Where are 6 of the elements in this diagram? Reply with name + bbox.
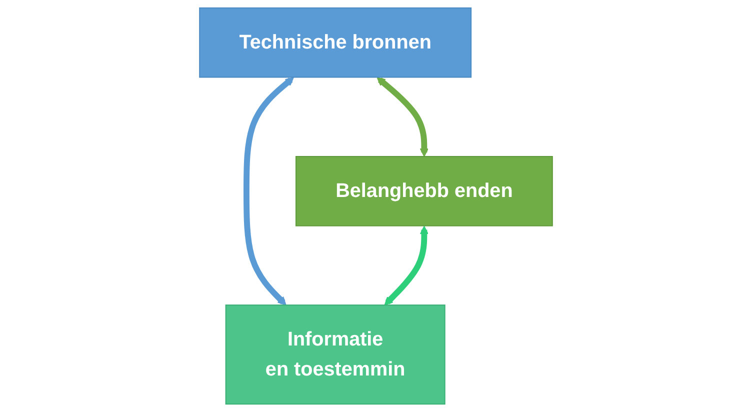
node-box: Belanghebb enden <box>296 156 553 226</box>
arrow <box>244 77 294 306</box>
arrow <box>384 226 429 306</box>
node-box: Informatie en toestemmin <box>225 304 446 405</box>
node-box: Technische bronnen <box>199 7 472 78</box>
arrow <box>376 77 429 157</box>
